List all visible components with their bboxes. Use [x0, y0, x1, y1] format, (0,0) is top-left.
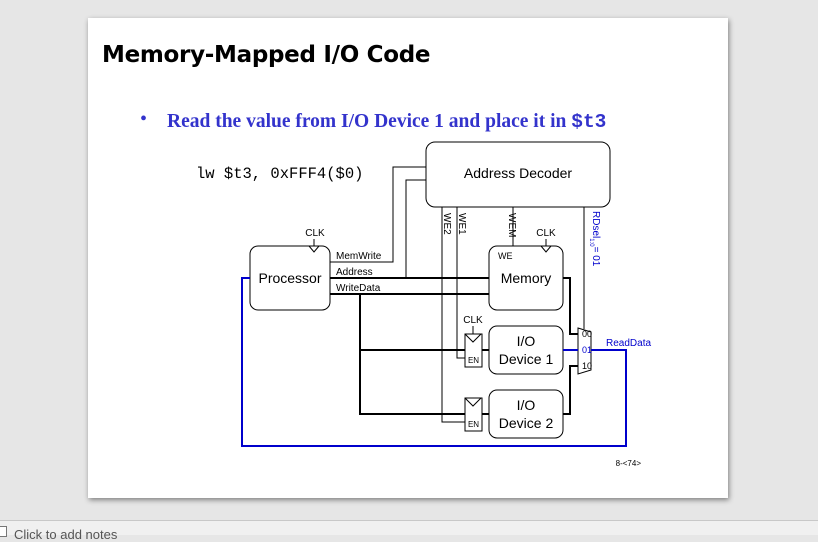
notes-icon [0, 526, 7, 537]
address-decoder-box [425, 141, 611, 208]
slide-title: Memory-Mapped I/O Code [102, 42, 431, 68]
register-1-clk-triangle [464, 333, 482, 343]
writedata-label: WriteData [336, 283, 381, 294]
address-wire-to-decoder [405, 179, 426, 278]
io-device-1-label-line2: Device 1 [499, 351, 554, 367]
processor-label: Processor [258, 270, 321, 286]
register-2-en-label: EN [468, 420, 479, 429]
mux-input-10: 10 [582, 361, 592, 371]
bullet-register: $t3 [571, 111, 607, 133]
memory-clk-label: CLK [536, 228, 556, 239]
register-1-en-label: EN [468, 356, 479, 365]
memwrite-wire [330, 166, 426, 263]
device-2-readdata-wire [563, 365, 578, 415]
memory-label: Memory [501, 270, 552, 286]
mux-input-00: 00 [582, 329, 592, 339]
rdsel-label: RDsel1:0= 01 [588, 211, 601, 267]
register-1-clk-label: CLK [463, 315, 483, 326]
processor-clk-triangle [308, 245, 320, 253]
slide: Memory-Mapped I/O Code • Read the value … [88, 18, 728, 498]
wem-label: WEM [506, 213, 517, 237]
rdsel-value: = 01 [590, 247, 601, 267]
register-2-clk-triangle [464, 397, 482, 407]
notes-placeholder[interactable]: Click to add notes [14, 527, 118, 542]
we2-wire [441, 207, 465, 423]
bullet-text: Read the value from I/O Device 1 and pla… [167, 110, 627, 134]
we2-label: WE2 [441, 213, 452, 235]
rdsel-name: RDsel [590, 211, 601, 238]
bullet-sentence: Read the value from I/O Device 1 and pla… [167, 111, 572, 132]
code-line: lw $t3, 0xFFF4($0) [196, 165, 364, 183]
io-device-2-label-line1: I/O [517, 397, 536, 413]
writedata-to-register-1 [359, 294, 465, 351]
memory-clk-triangle [540, 245, 552, 253]
bullet-marker: • [140, 108, 148, 130]
we1-wire [456, 207, 465, 359]
memory-we-label: WE [498, 251, 513, 261]
address-label: Address [336, 267, 373, 278]
readdata-loop [241, 277, 627, 447]
processor-clk-label: CLK [305, 228, 325, 239]
we1-label: WE1 [456, 213, 467, 235]
read-mux [577, 327, 592, 375]
io-device-1-label-line1: I/O [517, 333, 536, 349]
mux-input-01: 01 [582, 345, 592, 355]
rdsel-subscript: 1:0 [588, 238, 594, 247]
memory-readdata-wire [563, 277, 578, 335]
writedata-to-register-2 [359, 350, 465, 415]
notes-pane[interactable] [0, 520, 818, 535]
page-number: 8-<74> [616, 459, 642, 468]
address-decoder-label: Address Decoder [464, 165, 573, 181]
memwrite-label: MemWrite [336, 251, 382, 262]
readdata-label: ReadData [606, 338, 651, 349]
memory-mapped-io-diagram: Address Decoder Processor CLK Memory WE … [241, 141, 651, 468]
io-device-2-label-line2: Device 2 [499, 415, 554, 431]
